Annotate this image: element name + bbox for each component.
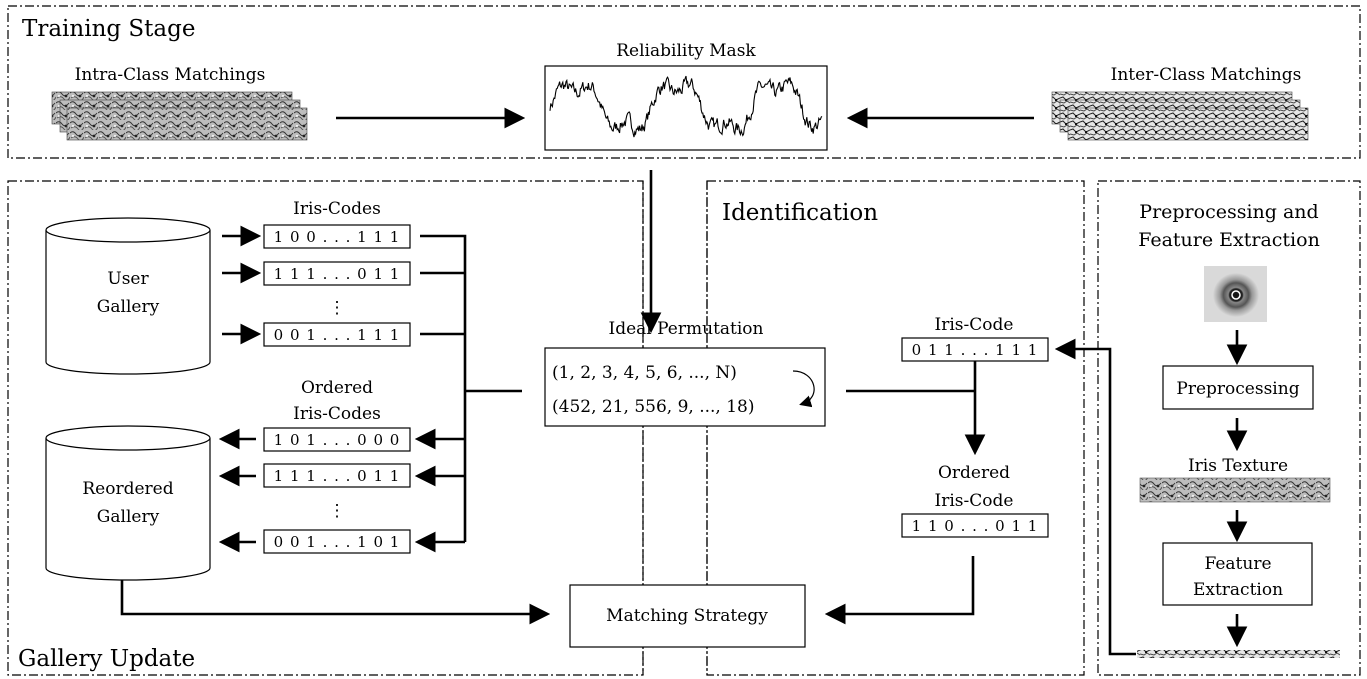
probe-iris-code-label: Iris-Code [935, 315, 1014, 335]
eye-iris [1213, 273, 1259, 317]
ordered-iris-codes-label-line1: Ordered [301, 378, 373, 398]
preprocessing-title-line1: Preprocessing and [1139, 201, 1318, 223]
ordered-code-2: 1 1 1 . . . 0 1 1 [274, 467, 401, 485]
permutation-row-2: (452, 21, 556, 9, ..., 18) [552, 397, 755, 417]
matching-strategy-box [569, 584, 806, 648]
reordered-gallery-label-line1: Reordered [82, 479, 173, 499]
preprocessing-box [1162, 365, 1314, 410]
iris-code-3: 0 0 1 . . . 1 1 1 [274, 326, 401, 344]
iris-codes-vdots: ⋮ [329, 298, 346, 318]
permutation-mapping-arrow [792, 370, 815, 408]
ordered-code-box-2 [263, 463, 411, 488]
matching-strategy-label: Matching Strategy [606, 606, 768, 626]
iris-code-2: 1 1 1 . . . 0 1 1 [274, 265, 401, 283]
ordered-probe-code-box [901, 513, 1049, 538]
iris-code-1: 1 0 0 . . . 1 1 1 [274, 228, 401, 246]
feature-extraction-label-line1: Feature [1204, 554, 1271, 574]
reordered-gallery-database [45, 425, 211, 581]
identification-title: Identification [722, 200, 878, 226]
ordered-probe-code: 1 1 0 . . . 0 1 1 [912, 517, 1039, 535]
ordered-code-box-1 [263, 427, 411, 452]
gallery-update-title: Gallery Update [18, 646, 195, 672]
ideal-permutation-label: Ideal Permutation [609, 319, 764, 339]
iris-code-box-1 [263, 224, 411, 249]
user-gallery-database [45, 217, 211, 375]
intra-class-label: Intra-Class Matchings [75, 65, 266, 85]
user-gallery-label-line2: Gallery [97, 297, 160, 317]
reliability-mask-label: Reliability Mask [616, 41, 756, 61]
ordered-code-box-3 [263, 529, 411, 554]
iris-texture-strip [1139, 477, 1331, 503]
bracket-codes-to-permutation [420, 234, 522, 542]
preprocessing-title-line2: Feature Extraction [1138, 229, 1320, 251]
training-stage-title: Training Stage [22, 16, 195, 42]
preprocessing-label: Preprocessing [1176, 379, 1299, 399]
ordered-code-1: 1 0 1 . . . 0 0 0 [274, 431, 401, 449]
eye-pupil-highlight [1231, 290, 1241, 300]
iris-codes-label: Iris-Codes [293, 199, 381, 219]
inter-class-texture-stack [1051, 91, 1309, 141]
arrow-probe-to-matching [824, 556, 975, 625]
reliability-mask-signal [549, 75, 823, 138]
permutation-to-probe-line [846, 361, 977, 393]
iris-texture-label: Iris Texture [1188, 456, 1288, 476]
reordered-gallery-label-line2: Gallery [97, 507, 160, 527]
inter-class-label: Inter-Class Matchings [1111, 65, 1302, 85]
feature-extraction-box [1162, 542, 1313, 606]
ordered-code-3: 0 0 1 . . . 1 0 1 [274, 533, 401, 551]
gallery-update-frame [7, 180, 644, 676]
arrow-gallery-to-matching [120, 580, 551, 625]
intra-class-texture-stack [51, 91, 308, 141]
permutation-row-1: (1, 2, 3, 4, 5, 6, ..., N) [552, 363, 737, 383]
iris-code-box-2 [263, 261, 411, 286]
probe-iris-code: 0 1 1 . . . 1 1 1 [912, 341, 1039, 359]
training-stage-frame [7, 5, 1361, 159]
ordered-probe-label-line2: Iris-Code [935, 491, 1014, 511]
iris-code-box-3 [263, 322, 411, 347]
identification-frame [706, 180, 1085, 676]
ordered-probe-label-line1: Ordered [938, 463, 1010, 483]
ideal-permutation-box [544, 347, 826, 427]
binary-code-strip [1137, 650, 1340, 658]
feature-extraction-label-line2: Extraction [1193, 580, 1283, 600]
ordered-iris-codes-label-line2: Iris-Codes [293, 404, 381, 424]
preprocessing-frame [1097, 180, 1361, 676]
user-gallery-label-line1: User [107, 269, 149, 289]
ordered-codes-vdots: ⋮ [329, 501, 346, 521]
arrow-code-to-probe [1054, 338, 1136, 656]
